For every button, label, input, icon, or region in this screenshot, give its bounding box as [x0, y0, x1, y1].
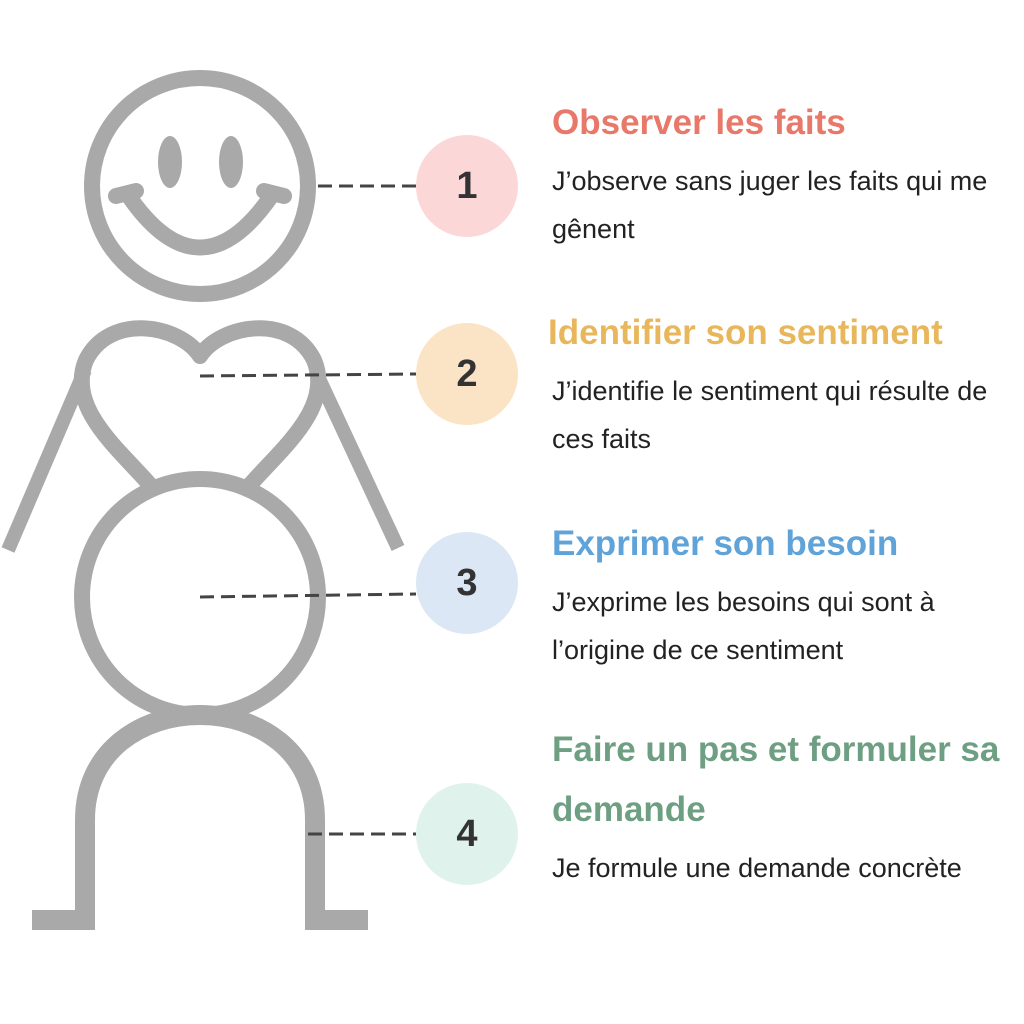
step-1-description: J’observe sans juger les faits qui me gê…: [552, 166, 988, 244]
step-3-title: Exprimer son besoin: [552, 524, 899, 563]
step-4: Faire un pas et formuler sa demande Je f…: [552, 720, 1012, 892]
arms-icon: [1, 367, 405, 553]
smiley-head-icon: [84, 70, 316, 302]
connector-2: [199, 372, 417, 378]
connector-lines: [199, 184, 417, 836]
connector-3: [199, 592, 417, 599]
step-2-description: J’identifie le sentiment qui résulte de …: [552, 376, 988, 454]
step-2-badge: 2: [416, 323, 518, 425]
step-4-badge: 4: [416, 783, 518, 885]
step-2: Identifier son sentiment J’identifie le …: [548, 303, 1012, 463]
step-1: Observer les faits J’observe sans juger …: [552, 93, 1012, 253]
step-2-title: Identifier son sentiment: [548, 313, 943, 352]
step-3-badge: 3: [416, 532, 518, 634]
step-1-title: Observer les faits: [552, 103, 846, 142]
step-4-title: Faire un pas et formuler sa demande: [552, 730, 1000, 829]
step-4-description: Je formule une demande concrète: [552, 853, 962, 883]
step-1-badge: 1: [416, 135, 518, 237]
step-3: Exprimer son besoin J’exprime les besoin…: [552, 514, 1012, 674]
legs-icon: [32, 705, 368, 930]
step-3-description: J’exprime les besoins qui sont à l’origi…: [552, 587, 935, 665]
